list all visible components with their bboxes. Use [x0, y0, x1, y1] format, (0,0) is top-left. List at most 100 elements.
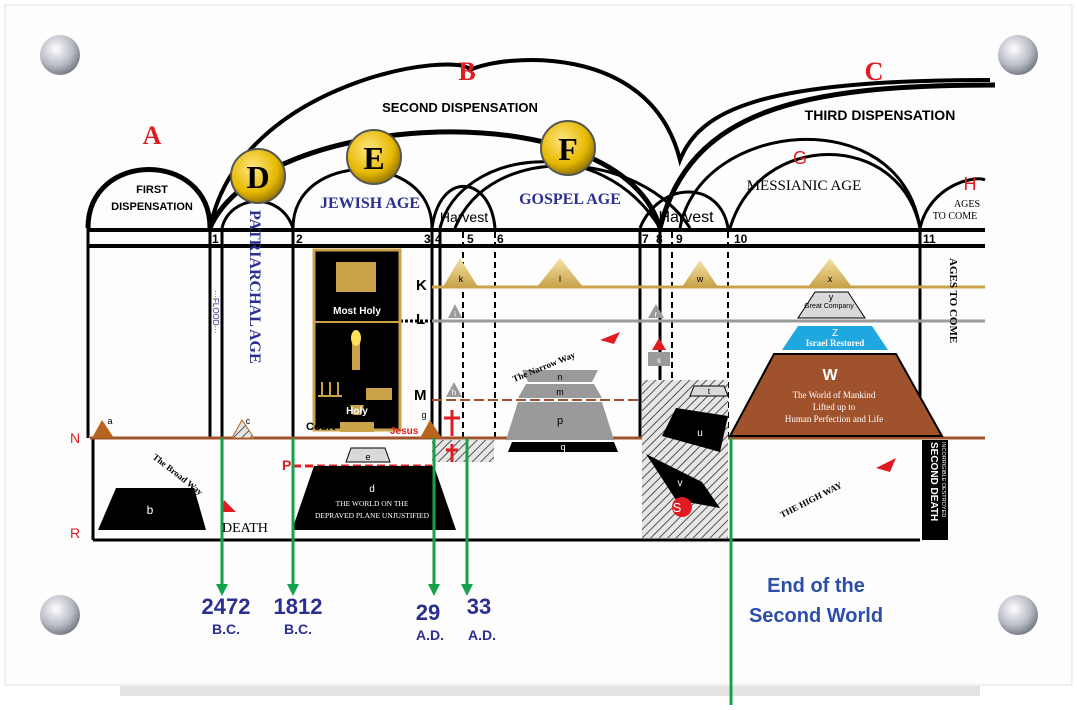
cross-icon: [444, 410, 460, 462]
letter-labels: a b c e g h i k l n m p q r s t u v w x …: [107, 274, 838, 517]
letter-c: c: [246, 416, 251, 426]
d-line2: DEPRAVED PLANE UNJUSTIFIED: [315, 511, 430, 520]
medallion-e: [346, 129, 402, 185]
plane-k-label: K: [416, 277, 427, 294]
pyramid-k: [443, 258, 478, 287]
block-v: [646, 454, 720, 508]
screw-icon: [40, 35, 80, 75]
israel-restored-label: Israel Restored: [806, 338, 865, 348]
medallion-e-label: E: [363, 140, 384, 176]
death-label: DEATH: [222, 521, 268, 536]
period-number: 5: [467, 232, 474, 246]
incorrigible-label: INCORRIGIBLE DESTROYED: [940, 442, 946, 517]
panel-shadow: [120, 686, 980, 696]
letter-x: x: [828, 274, 833, 284]
ages-to-come-line2: TO COME: [933, 211, 978, 222]
tier-m: [518, 384, 602, 398]
label-g: G: [793, 148, 807, 168]
arrow-up-icon: [652, 338, 666, 350]
first-dispensation-line1: FIRST: [136, 184, 168, 196]
medallion-f: [540, 120, 596, 176]
d-line1: THE WORLD ON THE: [336, 499, 409, 508]
tier-p: [506, 402, 614, 440]
date-era: B.C.: [212, 621, 240, 637]
pyramid-i: [448, 304, 462, 318]
altar-icon: [352, 340, 360, 370]
jewish-age-label: JEWISH AGE: [320, 195, 420, 212]
letter-a: a: [107, 416, 112, 426]
period-number: 4: [435, 232, 442, 246]
letter-u: u: [697, 428, 703, 439]
gospel-age-label: GOSPEL AGE: [519, 191, 621, 208]
high-way-arrow-icon: [876, 458, 896, 472]
letter-r: r: [655, 310, 658, 319]
letter-z: Z: [832, 328, 838, 339]
date-year: 29: [416, 600, 440, 625]
letter-b: b: [147, 503, 154, 517]
second-dispensation-label: SECOND DISPENSATION: [382, 100, 538, 115]
tier-z: [782, 326, 888, 350]
pyramid-r: [648, 304, 664, 318]
ark-icon: [336, 262, 376, 292]
letter-p: p: [557, 415, 563, 427]
second-death-label: SECOND DEATH: [928, 442, 939, 521]
period-number: 7: [642, 232, 649, 246]
messianic-age-label: MESSIANIC AGE: [747, 178, 862, 194]
letter-n: n: [557, 372, 562, 382]
plane-m-label: M: [414, 387, 427, 404]
date-year: 33: [467, 594, 491, 619]
pyramid-l: [537, 258, 583, 287]
screw-icon: [998, 595, 1038, 635]
marker-s: [672, 497, 692, 517]
screw-icon: [998, 35, 1038, 75]
holy-label: Holy: [346, 406, 368, 417]
date-markers: [220, 438, 733, 705]
letter-h: h: [452, 388, 456, 397]
letter-q: q: [560, 442, 565, 452]
third-dispensation-label: THIRD DISPENSATION: [805, 107, 956, 123]
medallion-d: [230, 148, 286, 204]
letter-t: t: [708, 387, 711, 396]
period-number: 6: [497, 232, 504, 246]
plane-r-label: R: [70, 525, 80, 541]
date-era: A.D.: [468, 627, 496, 643]
medallion-f-label: F: [558, 131, 578, 167]
date-labels: 2472 B.C. 1812 B.C. 29 A.D. 33 A.D.: [202, 594, 496, 643]
pyramid-g: [420, 420, 442, 438]
ages-to-come-vertical-label: AGES TO COME: [947, 258, 959, 343]
pyramid-x: [808, 258, 852, 287]
great-company-label: Great Company: [804, 303, 854, 310]
tier-t: [689, 385, 729, 397]
tier-q: [508, 442, 618, 452]
panel-background: [4, 4, 1073, 686]
letter-i: i: [454, 310, 456, 319]
date-era: A.D.: [416, 627, 444, 643]
tier-y: [797, 291, 866, 319]
age-arches: [220, 137, 986, 229]
pyramid-a: [92, 420, 114, 438]
period-number: 1: [212, 232, 219, 246]
period-number: 9: [676, 232, 683, 246]
letter-w: w: [696, 274, 704, 284]
age-dividers: [86, 228, 922, 540]
screw-icon: [40, 595, 80, 635]
medallion-d-label: D: [246, 159, 269, 195]
tier-e: [345, 447, 391, 463]
label-b: B: [458, 57, 475, 86]
jesus-label: Jesus: [390, 426, 419, 437]
letter-y: y: [829, 292, 834, 302]
narrow-way-arrow-icon: [600, 332, 620, 344]
block-d: [292, 466, 456, 530]
plane-n-label: N: [70, 430, 80, 446]
menorah-icon: [318, 382, 342, 397]
flood-label: ···FLOOD···: [211, 290, 220, 334]
court-label: Court: [306, 421, 336, 433]
harvest-jewish-label: Harvest: [440, 209, 488, 225]
letter-e: e: [365, 452, 370, 462]
pyramid-c: [231, 419, 255, 439]
letter-k: k: [459, 274, 464, 284]
period-number: 10: [734, 232, 748, 246]
period-number: 11: [923, 232, 936, 246]
